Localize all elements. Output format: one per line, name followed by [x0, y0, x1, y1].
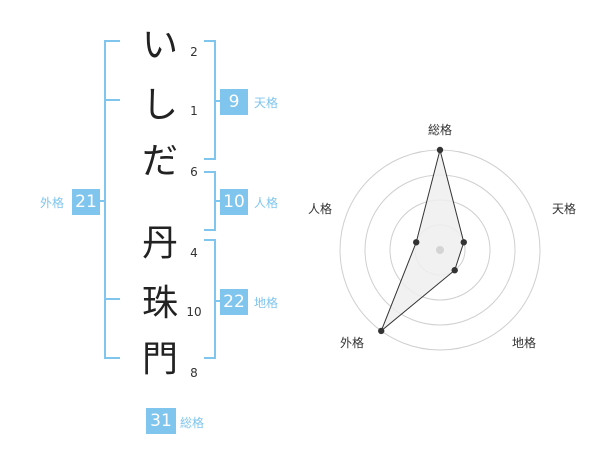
name-char: 門 [141, 339, 178, 380]
soukaku-label: 総格 [180, 416, 205, 430]
radar-point [451, 267, 458, 274]
gaikaku-label: 外格 [40, 196, 65, 210]
radar-point [378, 327, 385, 335]
stroke-count: 8 [190, 366, 198, 380]
chikaku-badge: 22 [220, 289, 248, 315]
radar-point [413, 239, 420, 246]
radar-center-dot [436, 246, 444, 254]
radar-axis-label: 外格 [340, 336, 365, 350]
name-char: 珠 [141, 283, 178, 324]
radar-axis-label: 人格 [308, 202, 333, 216]
radar-area [380, 149, 465, 332]
name-char: だ [141, 141, 178, 182]
gaikaku-badge: 21 [72, 189, 100, 215]
radar-point [436, 146, 444, 154]
name-char: い [141, 25, 178, 66]
stroke-count: 2 [190, 45, 198, 59]
tenkaku-badge: 9 [220, 89, 248, 115]
stroke-count: 10 [186, 305, 202, 319]
radar-axis-label: 地格 [512, 336, 537, 350]
stroke-count: 1 [190, 104, 198, 118]
tenkaku-label: 天格 [254, 96, 279, 110]
jinkaku-label: 人格 [254, 196, 279, 210]
chikaku-label: 地格 [254, 296, 279, 310]
soukaku-badge: 31 [146, 408, 176, 434]
radar-axis-label: 天格 [552, 202, 577, 216]
radar-point [460, 239, 467, 246]
name-char: し [141, 85, 178, 126]
radar-axis-label: 総格 [428, 123, 453, 137]
stroke-count: 6 [190, 165, 198, 179]
name-char: 丹 [141, 223, 178, 264]
stroke-count: 4 [190, 246, 198, 260]
jinkaku-badge: 10 [220, 189, 248, 215]
